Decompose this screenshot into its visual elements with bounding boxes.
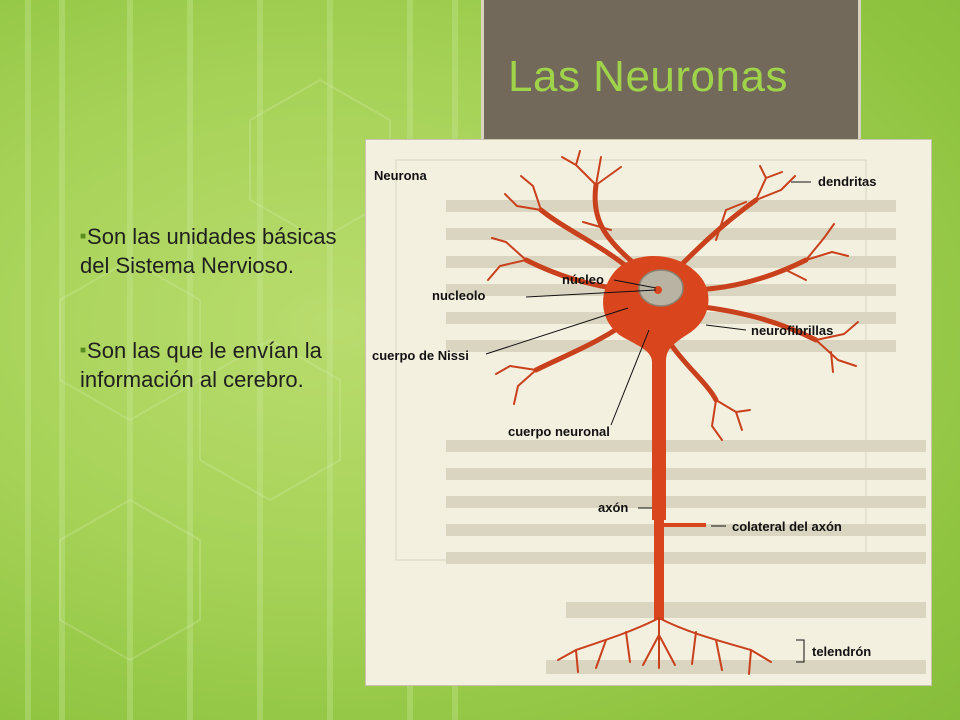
telodendria: [557, 617, 772, 675]
neuron-diagram: Neurona dendritas núcleo nucleolo neurof…: [366, 140, 931, 685]
bullet-item: ■Son las que le envían la información al…: [80, 336, 350, 394]
label-telendron: telendrón: [812, 644, 871, 659]
bullet-text: Son las unidades básicas del Sistema Ner…: [80, 224, 337, 278]
title-panel: Las Neuronas: [481, 0, 861, 146]
leader-lines: [485, 181, 811, 663]
label-dendritas: dendritas: [818, 174, 877, 189]
label-nucleo: núcleo: [562, 272, 604, 287]
axon: [654, 340, 664, 620]
label-colateral: colateral del axón: [732, 519, 842, 534]
label-axon: axón: [598, 500, 628, 515]
slide-title: Las Neuronas: [508, 52, 788, 101]
label-cuerpo-neuronal: cuerpo neuronal: [508, 424, 610, 439]
bullet-marker-icon: ■: [80, 345, 87, 356]
figure-heading: Neurona: [374, 168, 428, 183]
bullet-marker-icon: ■: [80, 231, 87, 242]
label-cuerpo-nissi: cuerpo de Nissi: [372, 348, 469, 363]
label-neurofibrillas: neurofibrillas: [751, 323, 833, 338]
bullet-list: ■Son las unidades básicas del Sistema Ne…: [80, 222, 350, 450]
bullet-text: Son las que le envían la información al …: [80, 338, 322, 392]
neuron-illustration: Neurona dendritas núcleo nucleolo neurof…: [366, 140, 931, 685]
background-print: [366, 140, 931, 685]
label-nucleolo: nucleolo: [432, 288, 486, 303]
bullet-item: ■Son las unidades básicas del Sistema Ne…: [80, 222, 350, 280]
